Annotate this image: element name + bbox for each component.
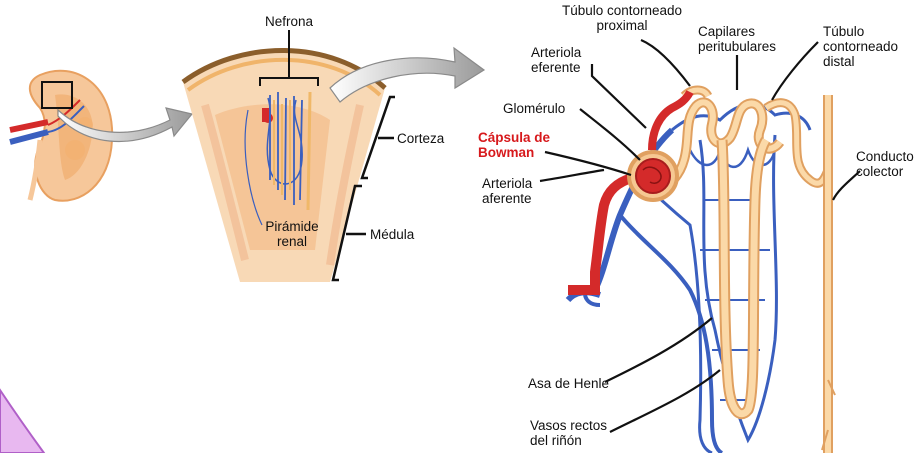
glomerulus [636,159,670,193]
label-piramide-renal: Pirámide renal [254,219,330,249]
label-arteriola-aferente: Arteriola aferente [482,176,532,206]
label-arteriola-eferente: Arteriola eferente [531,45,581,75]
label-glomerulo: Glomérulo [503,101,565,116]
label-capilares: Capilares peritubulares [698,24,776,54]
label-tubulo-distal: Túbulo contorneado distal [823,24,898,69]
label-medula: Médula [370,227,414,242]
label-tubulo-proximal: Túbulo contorneado proximal [542,3,702,33]
label-capsula-bowman: Cápsula de Bowman [478,130,550,160]
label-asa-henle: Asa de Henle [528,376,609,391]
corner-decoration [0,390,44,453]
label-nefrona: Nefrona [249,14,329,29]
label-corteza: Corteza [397,131,444,146]
label-vasos-rectos: Vasos rectos del riñón [530,418,607,448]
nephron-detail [568,90,835,453]
label-conducto-colector: Conducto colector [856,149,914,179]
